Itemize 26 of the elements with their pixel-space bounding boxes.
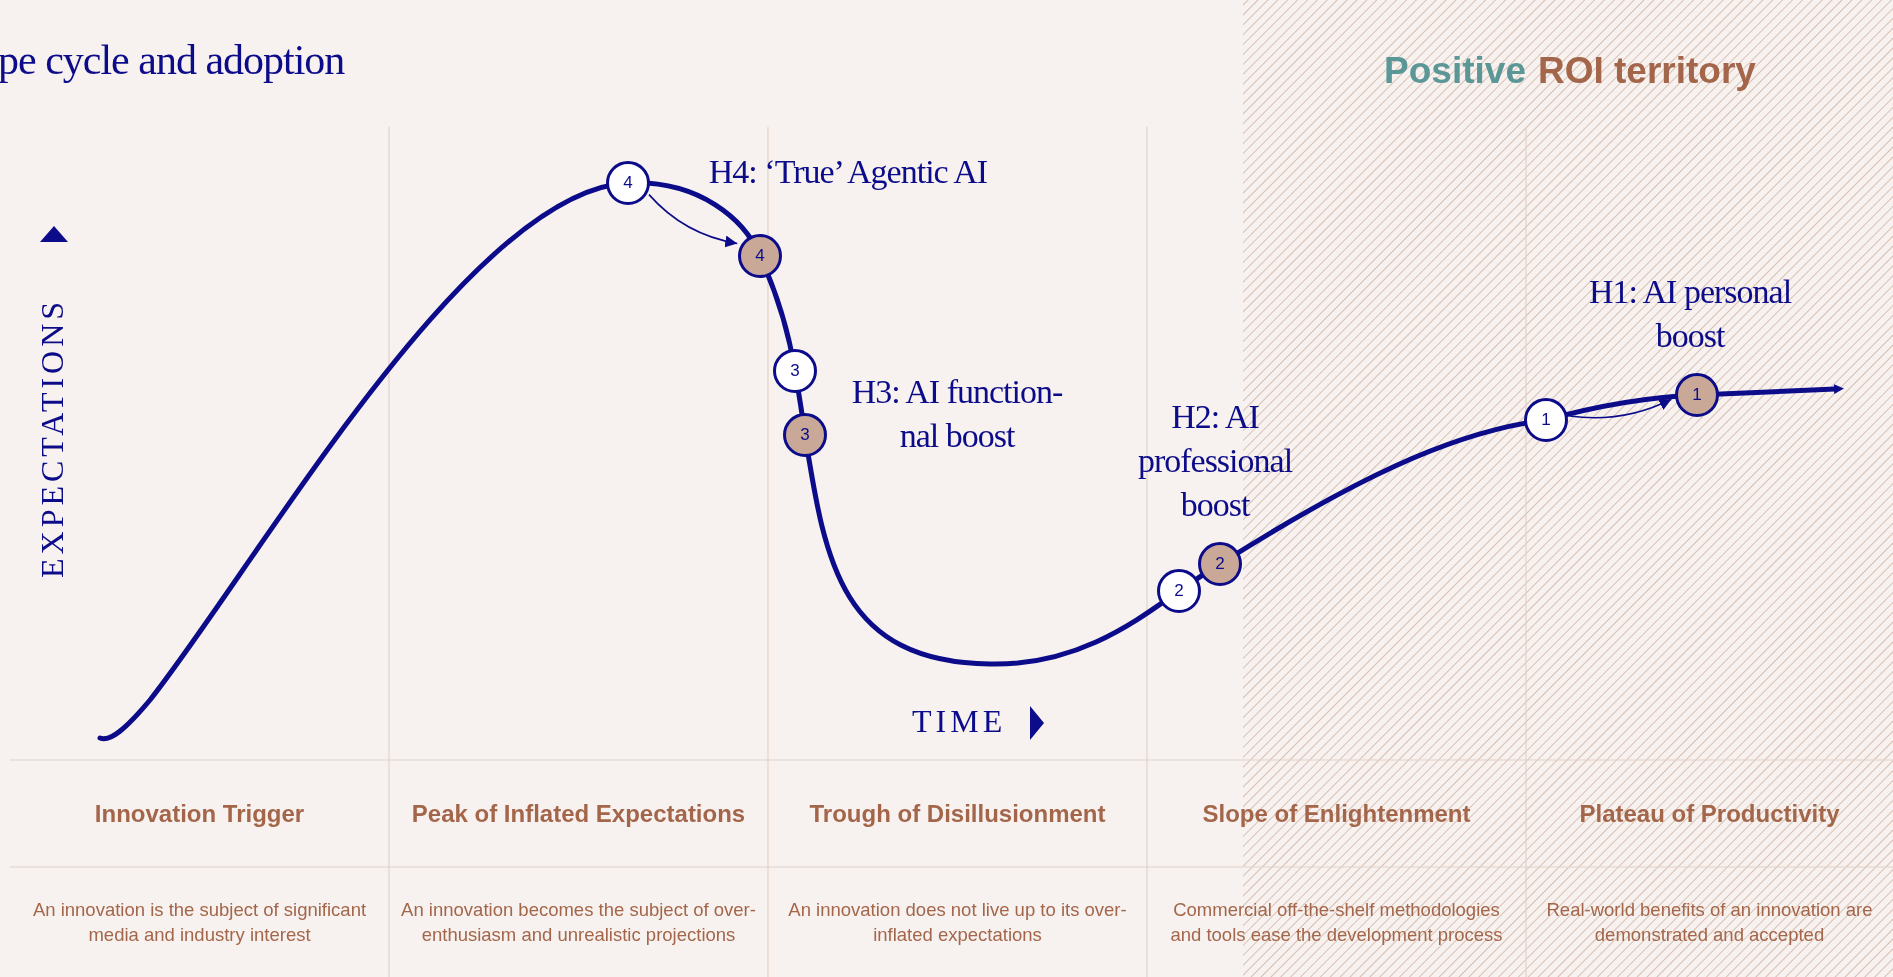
arrow <box>648 193 739 248</box>
phase-description: Commercial off-the-shelf methodologies and tools ease the development process <box>1169 898 1504 947</box>
phase-heading: Innovation Trigger <box>94 798 305 829</box>
stage-label: H1: AI personal boost <box>1587 272 1793 356</box>
arrow <box>1568 398 1673 419</box>
marker-circle: 3 <box>773 349 817 393</box>
phase-description: An innovation does not live up to its over-inflated expectations <box>787 898 1128 947</box>
marker-circle: 4 <box>606 161 650 205</box>
phase-heading: Slope of Enlightenment <box>1202 798 1471 829</box>
region-heading: ROI territory <box>1538 50 1756 92</box>
stage-label: H2: AI professional boost <box>1136 397 1294 525</box>
phase-heading: Plateau of Productivity <box>1579 798 1840 829</box>
stage-label: H3: AI function- nal boost <box>850 372 1064 456</box>
phase-heading: Peak of Inflated Expectations <box>411 798 746 829</box>
phase-heading: Trough of Disillusionment <box>809 798 1106 829</box>
filled-marker-circle: 2 <box>1198 542 1242 586</box>
marker-circle: 2 <box>1157 569 1201 613</box>
region-heading: Positive <box>1384 50 1526 92</box>
filled-marker-circle: 4 <box>738 234 782 278</box>
filled-marker-circle: 3 <box>783 413 827 457</box>
stage-label: H4: ‘True’ Agentic AI <box>707 152 989 192</box>
axis-label: TIME <box>912 703 1007 740</box>
phase-description: An innovation becomes the subject of over-enthusiasm and unrealistic projections <box>400 898 757 947</box>
phase-description: An innovation is the subject of significant media and industry interest <box>31 898 368 947</box>
axis-label: EXPECTATIONS <box>34 297 71 578</box>
phase-description: Real-world benefits of an innovation are demonstrated and accepted <box>1545 898 1874 947</box>
